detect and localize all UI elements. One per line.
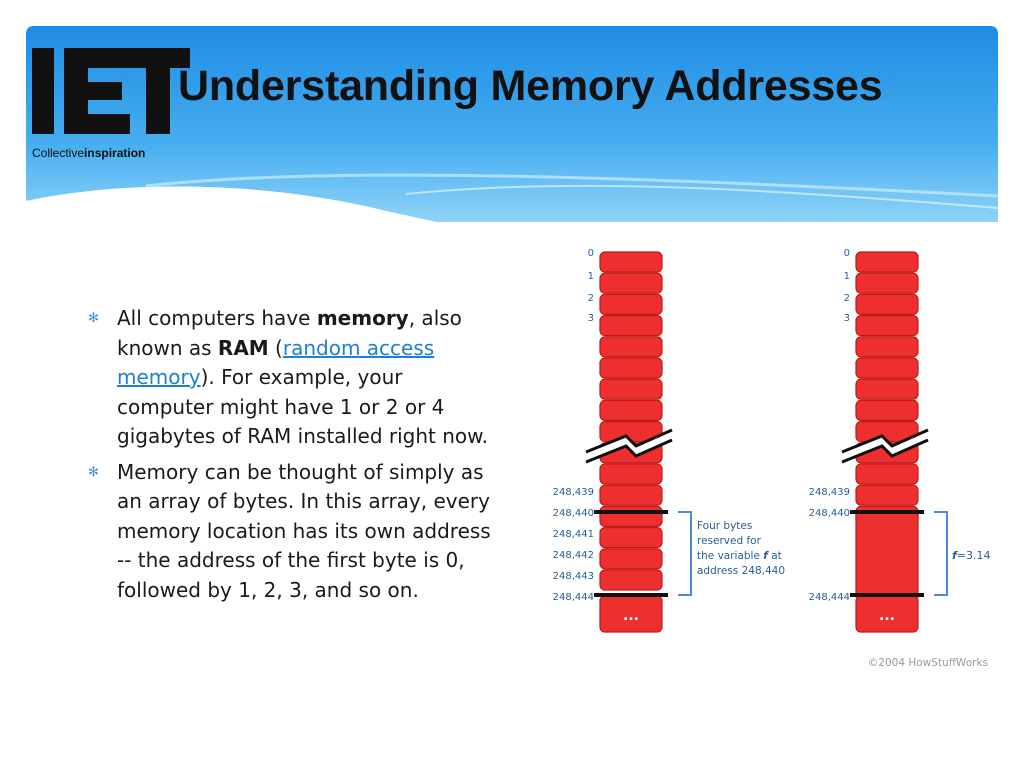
memory-cell bbox=[599, 378, 663, 400]
note-line-3-b: at bbox=[768, 550, 782, 562]
memory-cell bbox=[599, 251, 663, 273]
bullet-text: ). For example, your computer might have… bbox=[117, 365, 489, 448]
random-access-memory-link[interactable]: random access memory bbox=[117, 335, 435, 390]
memory-diagram-svg: ... 0 1 2 3 248,439 248,440 248,441 248,… bbox=[553, 248, 991, 669]
memory-cell bbox=[855, 314, 919, 337]
bullet-item-memory: ✻ All computers have memory, also known … bbox=[88, 304, 498, 452]
memory-cell bbox=[855, 378, 919, 400]
copyright-caption: ©2004 HowStuffWorks bbox=[868, 657, 988, 669]
left-cells bbox=[599, 251, 663, 591]
iet-logo bbox=[30, 44, 190, 136]
float-var-name: f bbox=[952, 549, 958, 562]
page-title: Understanding Memory Addresses bbox=[178, 62, 883, 110]
bullet-text: All computers have bbox=[117, 306, 317, 330]
left-bracket bbox=[678, 511, 692, 596]
left-address-labels: 0 1 2 3 248,439 248,440 248,441 248,442 … bbox=[553, 248, 594, 603]
memory-cell bbox=[599, 314, 663, 337]
memory-cell bbox=[599, 399, 663, 421]
note-line-1: Four bytes bbox=[697, 520, 752, 532]
left-addr-248443: 248,443 bbox=[553, 571, 594, 582]
memory-cell bbox=[599, 505, 663, 527]
memory-cell bbox=[599, 272, 663, 294]
iet-logo-mark bbox=[32, 48, 190, 134]
right-addr-3: 3 bbox=[844, 313, 850, 324]
memory-cell bbox=[599, 484, 663, 506]
memory-cell bbox=[855, 251, 919, 273]
header-banner bbox=[26, 26, 998, 242]
memory-cell bbox=[855, 399, 919, 421]
memory-cell bbox=[855, 463, 919, 485]
right-memory-column: ... 0 1 2 3 248,439 248,440 248,444 f=3.… bbox=[809, 248, 991, 633]
left-memory-column: ... 0 1 2 3 248,439 248,440 248,441 248,… bbox=[553, 248, 785, 633]
left-annotation: Four bytes reserved for the variable f a… bbox=[697, 520, 785, 577]
note-line-3-var: f bbox=[763, 550, 769, 562]
bullet-text: Memory can be thought of simply as an ar… bbox=[117, 459, 491, 602]
right-addr-1: 1 bbox=[844, 271, 850, 282]
right-address-labels: 0 1 2 3 248,439 248,440 248,444 bbox=[809, 248, 850, 603]
left-addr-2: 2 bbox=[588, 293, 594, 304]
bullet-asterisk-icon: ✻ bbox=[88, 311, 99, 326]
memory-cell bbox=[599, 336, 663, 358]
term-memory: memory bbox=[316, 306, 409, 330]
bullet-text: , also known as bbox=[117, 306, 462, 360]
tagline-bold: inspiration bbox=[84, 146, 146, 160]
float-var-value: =3.14 bbox=[957, 549, 991, 562]
memory-cell bbox=[855, 336, 919, 358]
note-line-3: the variable f at bbox=[697, 550, 782, 562]
logo-tagline: Collectiveinspiration bbox=[32, 146, 145, 160]
float-value-label: f=3.14 bbox=[952, 549, 991, 562]
bullet-text: ( bbox=[268, 335, 283, 360]
right-merged-float-cell bbox=[855, 510, 919, 598]
memory-cell bbox=[599, 463, 663, 485]
left-addr-248442: 248,442 bbox=[553, 550, 594, 561]
memory-cell bbox=[599, 357, 663, 379]
memory-cell bbox=[855, 484, 919, 506]
memory-cell bbox=[855, 272, 919, 294]
bullet-item-array: ✻ Memory can be thought of simply as an … bbox=[88, 458, 498, 606]
right-bracket bbox=[934, 511, 948, 596]
right-addr-248444: 248,444 bbox=[809, 592, 850, 603]
bullet-list: ✻ All computers have memory, also known … bbox=[88, 304, 498, 611]
left-ellipsis: ... bbox=[623, 608, 639, 624]
note-line-2: reserved for bbox=[697, 535, 762, 547]
right-cells bbox=[855, 251, 919, 527]
left-addr-0: 0 bbox=[588, 248, 594, 259]
memory-cell bbox=[599, 548, 663, 570]
memory-cell bbox=[599, 569, 663, 591]
memory-cell bbox=[855, 293, 919, 316]
right-addr-2: 2 bbox=[844, 293, 850, 304]
right-break-icon bbox=[841, 428, 929, 464]
left-addr-248439: 248,439 bbox=[553, 487, 594, 498]
bullet-asterisk-icon: ✻ bbox=[88, 464, 99, 480]
memory-cell bbox=[855, 357, 919, 379]
right-addr-248440: 248,440 bbox=[809, 508, 850, 519]
left-break-icon bbox=[585, 428, 673, 464]
left-addr-248444: 248,444 bbox=[553, 592, 594, 603]
slide-header bbox=[26, 26, 998, 242]
tagline-regular: Collective bbox=[32, 146, 85, 160]
note-line-3-a: the variable bbox=[697, 550, 763, 562]
memory-cell bbox=[599, 293, 663, 316]
note-line-4: address 248,440 bbox=[697, 565, 785, 577]
left-addr-3: 3 bbox=[588, 313, 594, 324]
right-addr-0: 0 bbox=[844, 248, 850, 259]
memory-cell bbox=[599, 527, 663, 549]
right-addr-248439: 248,439 bbox=[809, 487, 850, 498]
right-ellipsis: ... bbox=[879, 608, 895, 624]
term-ram: RAM bbox=[217, 335, 269, 360]
memory-diagram: ... 0 1 2 3 248,439 248,440 248,441 248,… bbox=[538, 224, 1000, 680]
left-addr-248440: 248,440 bbox=[553, 508, 594, 519]
left-addr-248441: 248,441 bbox=[553, 529, 594, 540]
left-addr-1: 1 bbox=[588, 271, 594, 282]
